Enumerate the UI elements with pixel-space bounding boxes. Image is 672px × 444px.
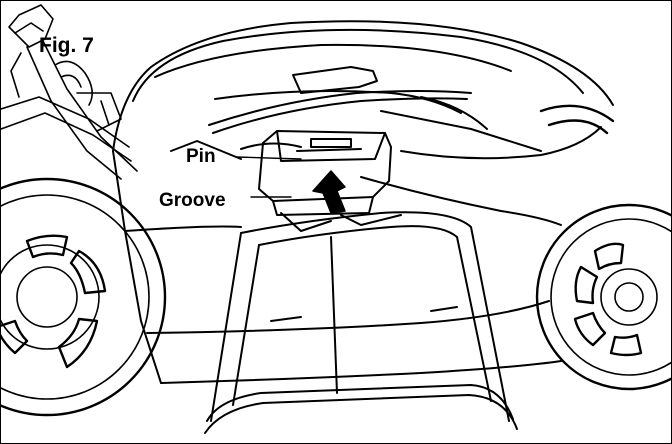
pin-callout: Pin: [186, 146, 216, 167]
figure-label: Fig. 7: [39, 34, 94, 57]
groove-callout: Groove: [159, 190, 226, 211]
mower-deck: [112, 20, 614, 384]
front-wheel: [1, 177, 167, 417]
rear-wheel: [535, 104, 671, 391]
battery-unit: [258, 130, 392, 216]
callout-leaders: [236, 156, 302, 198]
grass-bag: [204, 211, 518, 434]
battery-cover: [208, 66, 472, 134]
handle-frame: [1, 4, 138, 180]
insert-direction-arrow: [312, 170, 346, 214]
